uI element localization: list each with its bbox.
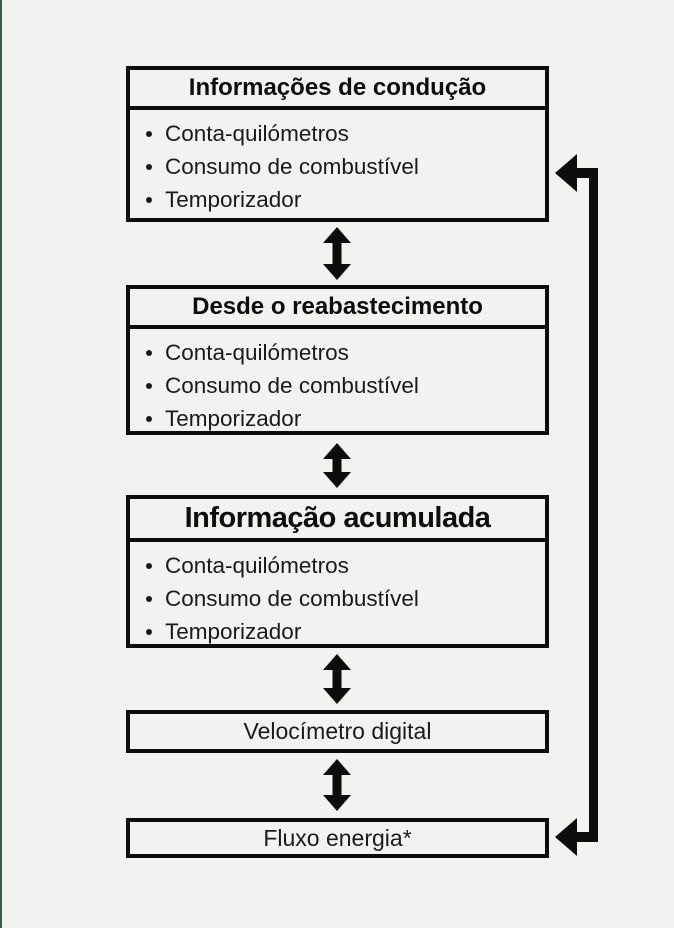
box-title: Informações de condução [130, 70, 545, 110]
bullet-icon [146, 196, 152, 203]
bidirectional-arrow-2 [323, 443, 351, 488]
box-accumulated-information: Informação acumulada Conta-quilómetros C… [126, 495, 549, 648]
list-item: Temporizador [146, 402, 545, 435]
box-title: Informação acumulada [130, 499, 545, 542]
box-label: Velocímetro digital [243, 718, 432, 744]
list-item-label: Temporizador [165, 406, 302, 431]
list-item: Conta-quilómetros [146, 117, 545, 150]
bullet-icon [146, 595, 152, 602]
box-since-refuelling: Desde o reabastecimento Conta-quilómetro… [126, 285, 549, 435]
list-item-label: Consumo de combustível [165, 586, 419, 611]
bullet-icon [146, 130, 152, 137]
bullet-icon [146, 349, 152, 356]
list-item-label: Consumo de combustível [165, 154, 419, 179]
list-item-label: Conta-quilómetros [165, 340, 349, 365]
page-edge-line [0, 0, 2, 928]
box-driving-information: Informações de condução Conta-quilómetro… [126, 66, 549, 222]
list-item: Consumo de combustível [146, 150, 545, 183]
box-digital-speedometer: Velocímetro digital [126, 710, 549, 753]
bullet-icon [146, 628, 152, 635]
box-label: Fluxo energia* [263, 824, 412, 851]
list-item: Temporizador [146, 615, 545, 648]
bullet-icon [146, 415, 152, 422]
list-item-label: Consumo de combustível [165, 373, 419, 398]
list-item: Temporizador [146, 183, 545, 216]
box-title: Desde o reabastecimento [130, 289, 545, 329]
list-item-label: Conta-quilómetros [165, 553, 349, 578]
list-item-label: Temporizador [165, 187, 302, 212]
bidirectional-arrow-3 [323, 654, 351, 704]
bidirectional-arrow-1 [323, 227, 351, 280]
bullet-icon [146, 562, 152, 569]
box-item-list: Conta-quilómetros Consumo de combustível… [130, 110, 545, 216]
box-item-list: Conta-quilómetros Consumo de combustível… [130, 329, 545, 435]
list-item: Consumo de combustível [146, 369, 545, 402]
list-item: Conta-quilómetros [146, 549, 545, 582]
list-item-label: Conta-quilómetros [165, 121, 349, 146]
list-item: Conta-quilómetros [146, 336, 545, 369]
list-item: Consumo de combustível [146, 582, 545, 615]
box-item-list: Conta-quilómetros Consumo de combustível… [130, 542, 545, 648]
bullet-icon [146, 163, 152, 170]
box-energy-flow: Fluxo energia* [126, 818, 549, 858]
bidirectional-arrow-4 [323, 759, 351, 811]
list-item-label: Temporizador [165, 619, 302, 644]
bullet-icon [146, 382, 152, 389]
loop-arrow [555, 154, 598, 856]
